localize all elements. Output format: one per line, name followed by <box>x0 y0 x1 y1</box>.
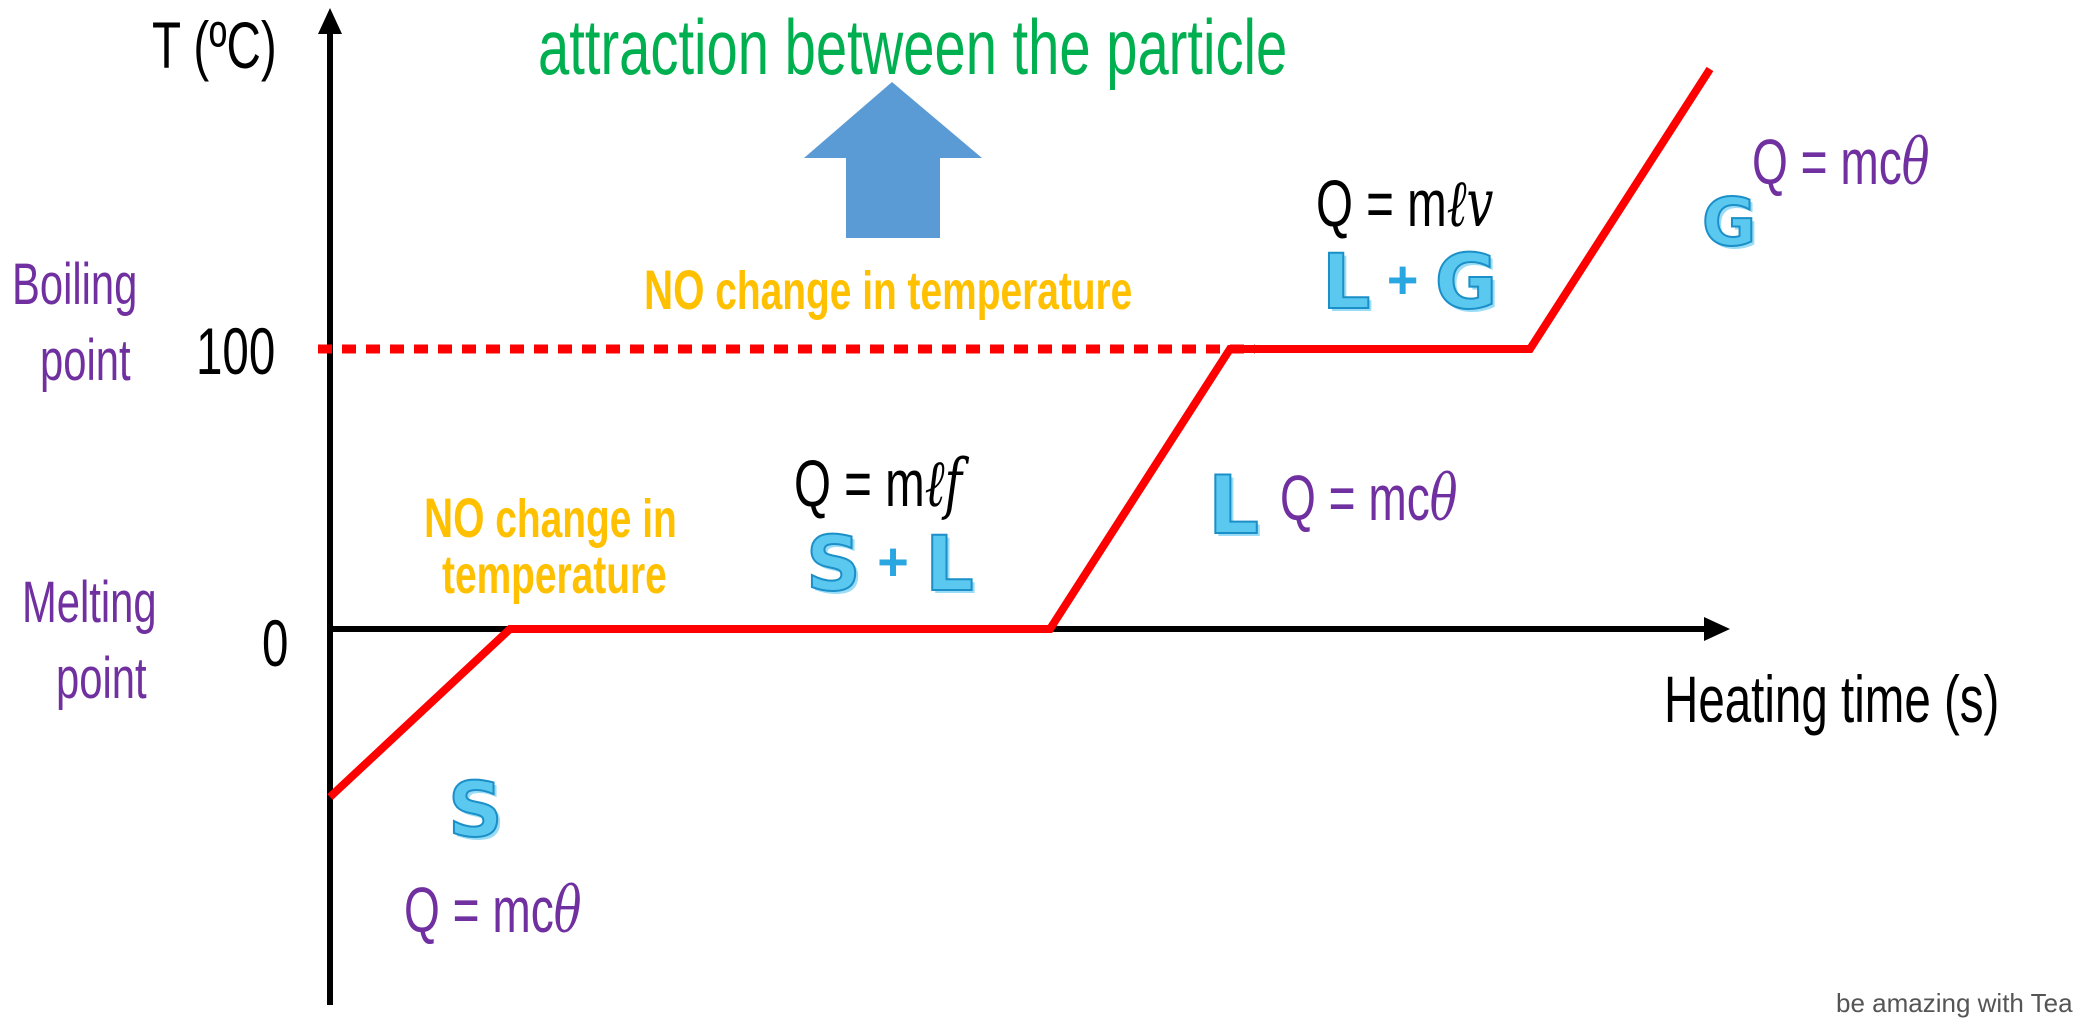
x-axis-label: Heating time (s) <box>1664 662 2000 736</box>
attraction-arrow <box>804 82 982 238</box>
formula-liquid-heating: Q = mcθ <box>1280 466 1458 531</box>
attraction-header: attraction between the particle <box>538 3 1288 91</box>
no-change-mid-line2: temperature <box>442 545 667 605</box>
formula-gas-heating: Q = mcθ <box>1752 130 1930 195</box>
heating-curve-line <box>327 66 1714 800</box>
formula-solid-heating: Q = mcθ <box>404 878 582 943</box>
x-axis-arrowhead <box>1704 617 1730 641</box>
state-liquid-letter: L <box>1207 459 1260 552</box>
latent-fusion-symbol: ℓf <box>924 445 963 522</box>
latent-vapor-symbol: ℓv <box>1446 165 1494 242</box>
no-change-top-label: NO change in temperature <box>644 261 1133 321</box>
no-change-top-emphasis: NO <box>644 258 705 321</box>
state-fusion-plus: + <box>877 532 909 592</box>
y-axis-label: T (ºC) <box>152 8 277 82</box>
no-change-top-rest: change in temperature <box>704 261 1133 321</box>
formula-vapor-text: Q = m <box>1316 166 1447 240</box>
formula-vaporisation: Q = mℓv <box>1316 170 1493 237</box>
boiling-point-label-line1: Boiling <box>12 252 138 317</box>
y-axis-arrowhead <box>318 8 342 34</box>
state-fusion-l: L <box>924 519 974 608</box>
y-tick-100: 100 <box>196 314 276 388</box>
formula-liquid-text: Q = mc <box>1280 462 1430 534</box>
footer-credit: be amazing with Tea <box>1836 988 2073 1018</box>
y-tick-0: 0 <box>262 606 289 680</box>
melting-point-label-line1: Melting <box>22 570 157 635</box>
state-solid-plus-liquid: S + L <box>805 525 975 603</box>
state-solid-letter: S <box>447 765 504 854</box>
state-vapor-l: L <box>1321 237 1371 326</box>
boiling-point-label-line2: point <box>40 328 131 393</box>
no-change-mid-emphasis: NO <box>424 486 485 549</box>
formula-solid-text: Q = mc <box>404 874 554 946</box>
no-change-mid-line1: NO change in <box>424 489 677 549</box>
formula-fusion: Q = mℓf <box>794 450 962 517</box>
state-fusion-s: S <box>805 519 862 608</box>
state-vapor-plus: + <box>1386 250 1419 310</box>
state-gas-letter: G <box>1701 184 1757 261</box>
theta-symbol-liquid: θ <box>1429 462 1458 536</box>
state-vapor-g: G <box>1434 237 1498 326</box>
state-liquid-plus-gas: L + G <box>1321 243 1498 321</box>
formula-gas-text: Q = mc <box>1752 126 1902 198</box>
theta-symbol-gas: θ <box>1901 126 1930 200</box>
formula-fusion-text: Q = m <box>794 446 925 520</box>
no-change-mid-rest: change in <box>484 489 677 549</box>
melting-point-label-line2: point <box>56 646 147 711</box>
theta-symbol-solid: θ <box>553 874 582 948</box>
